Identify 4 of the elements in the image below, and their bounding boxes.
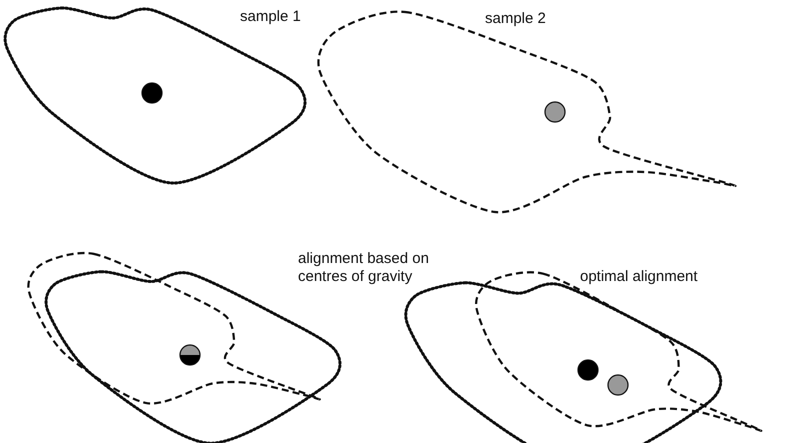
panel-caption: alignment based on centres of gravity [298, 250, 430, 286]
panel-caption: optimal alignment [580, 268, 698, 286]
panel-caption: sample 2 [485, 10, 546, 28]
panel-caption: sample 1 [240, 8, 301, 26]
